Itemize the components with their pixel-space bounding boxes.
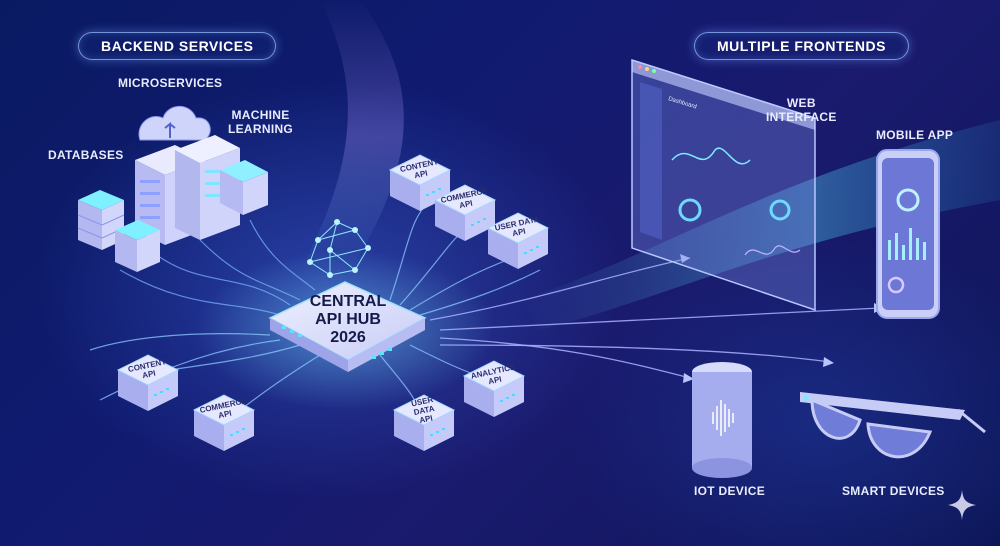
ml-server-icon (220, 160, 268, 215)
smart-speaker-icon (692, 362, 752, 478)
api-tile-content-top-label: API (413, 169, 428, 181)
api-tile-commerce-bottom-label: API (217, 409, 232, 421)
api-tile-userdata-top-label: API (511, 227, 526, 239)
machine-learning-line2: LEARNING (228, 122, 294, 136)
machine-learning-label: MACHINE LEARNING (228, 108, 293, 136)
databases-label: DATABASES (48, 148, 124, 162)
central-api-hub: CENTRAL API HUB 2026 (268, 281, 427, 372)
api-tile-commerce-top-label: API (458, 199, 473, 211)
iot-device-label: IOT DEVICE (694, 484, 766, 498)
microservices-label: MICROSERVICES (118, 76, 223, 90)
smart-devices-label: SMART DEVICES (842, 484, 945, 498)
multiple-frontends-pill: MULTIPLE FRONTENDS (694, 32, 909, 60)
smart-glasses-icon (800, 392, 986, 459)
machine-learning-line1: MACHINE (231, 108, 290, 122)
cloud-icon (138, 105, 211, 141)
hub-title-line1: CENTRAL (310, 293, 387, 310)
web-interface-line1: WEB (786, 96, 816, 110)
api-tile-userdata-bottom-label: API (419, 414, 434, 426)
web-interface-line2: INTERFACE (766, 110, 837, 124)
mobile-app-label: MOBILE APP (876, 128, 954, 142)
api-tile-content-bottom-label: API (141, 369, 156, 381)
hub-title-line2: API HUB (315, 311, 381, 328)
web-interface-window: Dashboard (631, 58, 816, 312)
api-tile-analytics-bottom-label: API (487, 375, 502, 387)
hub-title-line3: 2026 (330, 329, 366, 346)
api-tile-userdata-bottom-label: DATA (413, 404, 436, 417)
mobile-phone-icon (876, 149, 940, 319)
web-interface-label: WEB INTERFACE (766, 96, 837, 124)
sparkle-icon (948, 490, 976, 520)
database-icon (115, 220, 160, 272)
backend-services-pill: BACKEND SERVICES (78, 32, 277, 60)
